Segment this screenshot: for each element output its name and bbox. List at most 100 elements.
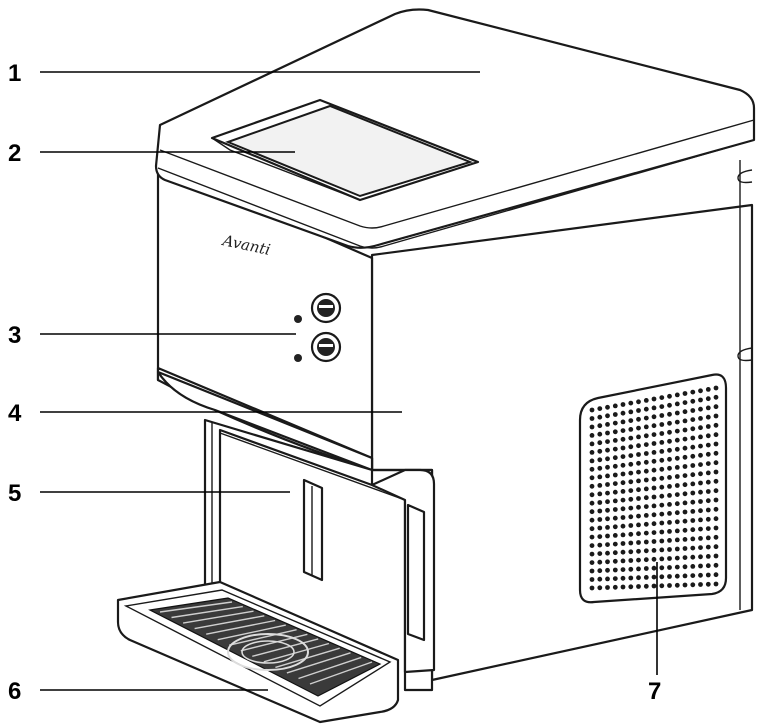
- vent-hole: [605, 413, 610, 419]
- vent-hole: [698, 508, 703, 514]
- vent-hole: [651, 574, 657, 580]
- grille-bar: [286, 652, 351, 674]
- vent-hole: [643, 442, 649, 447]
- callout-3: 3: [8, 322, 21, 349]
- vent-hole: [682, 391, 688, 396]
- vent-hole: [667, 447, 672, 453]
- vent-hole: [698, 471, 703, 477]
- vent-hole: [705, 442, 711, 448]
- vent-hole: [690, 499, 696, 505]
- vent-hole: [612, 481, 618, 486]
- vent-hole: [589, 509, 595, 515]
- vent-hole: [651, 432, 657, 437]
- vent-hole: [698, 572, 703, 578]
- vent-hole: [705, 526, 711, 531]
- vent-hole: [651, 539, 657, 544]
- vent-hole: [628, 531, 634, 537]
- vent-hole: [636, 566, 641, 572]
- vent-hole: [667, 465, 672, 471]
- vent-hole: [705, 433, 711, 439]
- vent-hole: [597, 491, 603, 497]
- vent-hole: [690, 426, 696, 432]
- vent-hole: [651, 512, 657, 518]
- vent-hole: [674, 564, 680, 570]
- vent-hole: [612, 429, 618, 435]
- vent-hole: [713, 394, 719, 400]
- vent-hole: [705, 507, 711, 513]
- vent-hole: [620, 436, 626, 442]
- vent-hole: [713, 404, 719, 410]
- vent-hole: [643, 415, 649, 421]
- vent-hole: [643, 433, 649, 439]
- grille-bar: [298, 656, 362, 680]
- vent-hole: [659, 484, 665, 490]
- vent-hole: [605, 567, 610, 573]
- vent-hole: [674, 483, 680, 488]
- vent-hole: [659, 547, 665, 553]
- vent-hole: [713, 553, 719, 559]
- vent-hole: [705, 414, 711, 420]
- vent-hole: [674, 582, 680, 588]
- vent-hole: [667, 411, 672, 417]
- vent-hole: [620, 419, 626, 425]
- vent-hole: [628, 479, 634, 485]
- vent-hole: [651, 396, 657, 402]
- vent-hole: [612, 507, 618, 512]
- vent-hole: [636, 443, 641, 449]
- vent-hole: [612, 550, 618, 556]
- vent-hole: [597, 448, 603, 454]
- vent-hole: [597, 423, 603, 429]
- vent-hole: [643, 495, 649, 501]
- power-button[interactable]: [310, 292, 342, 324]
- vent-hole: [636, 487, 641, 493]
- vent-hole: [636, 496, 641, 501]
- vent-hole: [674, 501, 680, 507]
- vent-hole: [597, 465, 603, 471]
- vent-hole: [643, 477, 649, 483]
- vent-hole: [659, 404, 665, 409]
- vent-hole: [705, 479, 711, 485]
- dispensing-area: [203, 418, 436, 674]
- vent-hole: [667, 529, 672, 534]
- vent-hole: [705, 572, 711, 578]
- vent-hole: [589, 577, 595, 582]
- vent-hole: [667, 520, 672, 525]
- vent-hole: [597, 534, 603, 539]
- vent-hole: [612, 567, 618, 573]
- vent-hole: [628, 444, 634, 450]
- vent-hole: [620, 515, 626, 520]
- vent-hole: [612, 403, 618, 409]
- vent-hole: [620, 402, 626, 407]
- vent-hole: [605, 482, 610, 487]
- vent-hole: [659, 565, 665, 571]
- vent-hole: [705, 498, 711, 504]
- vent-hole: [628, 558, 634, 563]
- vent-hole: [589, 551, 595, 557]
- select-button[interactable]: [310, 331, 342, 363]
- vent-hole: [705, 470, 711, 476]
- vent-hole: [612, 576, 618, 581]
- grille-bar: [229, 629, 297, 646]
- vent-hole: [589, 441, 595, 447]
- vent-hole: [628, 409, 634, 415]
- vent-hole: [667, 456, 672, 462]
- vent-hole: [612, 541, 618, 547]
- vent-hole: [682, 573, 688, 579]
- vent-hole: [597, 559, 603, 565]
- vent-hole: [612, 438, 618, 443]
- vent-hole: [682, 500, 688, 506]
- vent-hole: [636, 408, 641, 413]
- vent-hole: [667, 484, 672, 489]
- vent-hole: [620, 506, 626, 512]
- vent-hole: [620, 532, 626, 538]
- vent-hole: [713, 478, 719, 484]
- vent-hole: [690, 536, 696, 542]
- vent-hole: [667, 565, 672, 570]
- vent-hole: [589, 450, 595, 455]
- callout-2: 2: [8, 140, 21, 167]
- vent-hole: [682, 436, 688, 442]
- vent-hole: [636, 425, 641, 431]
- vent-hole: [605, 422, 610, 427]
- vent-hole: [705, 554, 711, 559]
- vent-hole: [713, 450, 719, 456]
